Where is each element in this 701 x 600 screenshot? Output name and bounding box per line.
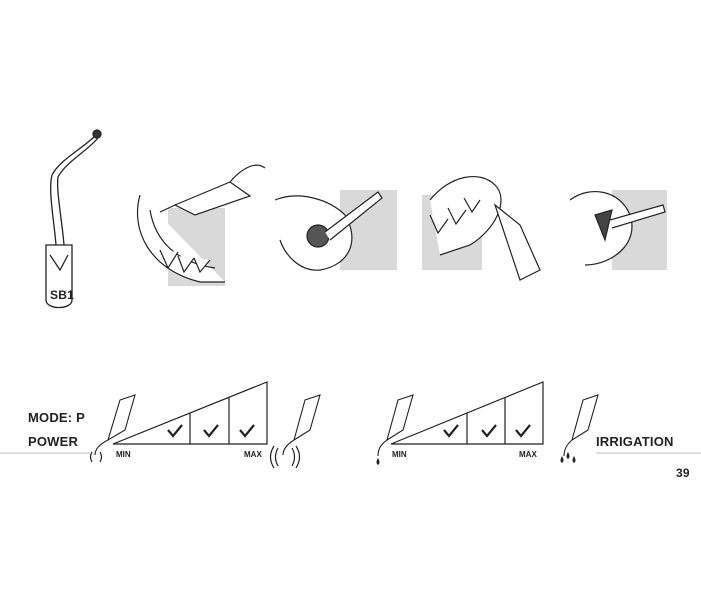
procedure-image-3 — [422, 176, 541, 281]
power-check-2 — [203, 424, 219, 438]
irrigation-check-2 — [481, 424, 497, 438]
irrigation-max-label: MAX — [519, 450, 537, 459]
irrigation-check-1 — [443, 424, 459, 438]
divider-left — [0, 452, 90, 454]
handpiece-min-power-icon — [94, 394, 136, 456]
mode-label: MODE: P — [28, 410, 86, 425]
irrigation-level-chart — [390, 381, 544, 445]
water-drop-low-icon — [376, 458, 380, 465]
power-check-3 — [239, 424, 255, 438]
divider-right — [596, 452, 701, 454]
power-level-chart — [112, 381, 268, 445]
vibration-high-icon — [269, 445, 301, 469]
procedure-image-1 — [136, 164, 266, 286]
power-min-label: MIN — [116, 450, 131, 459]
procedure-image-2 — [274, 190, 397, 271]
handpiece-min-water-icon — [377, 394, 414, 457]
power-label: POWER — [28, 434, 79, 449]
power-max-label: MAX — [244, 450, 262, 459]
power-check-1 — [167, 424, 183, 438]
handpiece-max-power-icon — [282, 394, 321, 456]
page-number: 39 — [676, 466, 690, 480]
procedure-image-4 — [569, 190, 667, 270]
tip-label: SB1 — [50, 288, 74, 302]
sb1-tip-illustration — [45, 129, 102, 309]
irrigation-label: IRRIGATION — [596, 434, 674, 449]
irrigation-check-3 — [515, 424, 531, 438]
irrigation-min-label: MIN — [392, 450, 407, 459]
water-drops-high-icon — [560, 452, 576, 463]
handpiece-max-water-icon — [563, 394, 599, 457]
vibration-low-icon — [89, 451, 103, 463]
